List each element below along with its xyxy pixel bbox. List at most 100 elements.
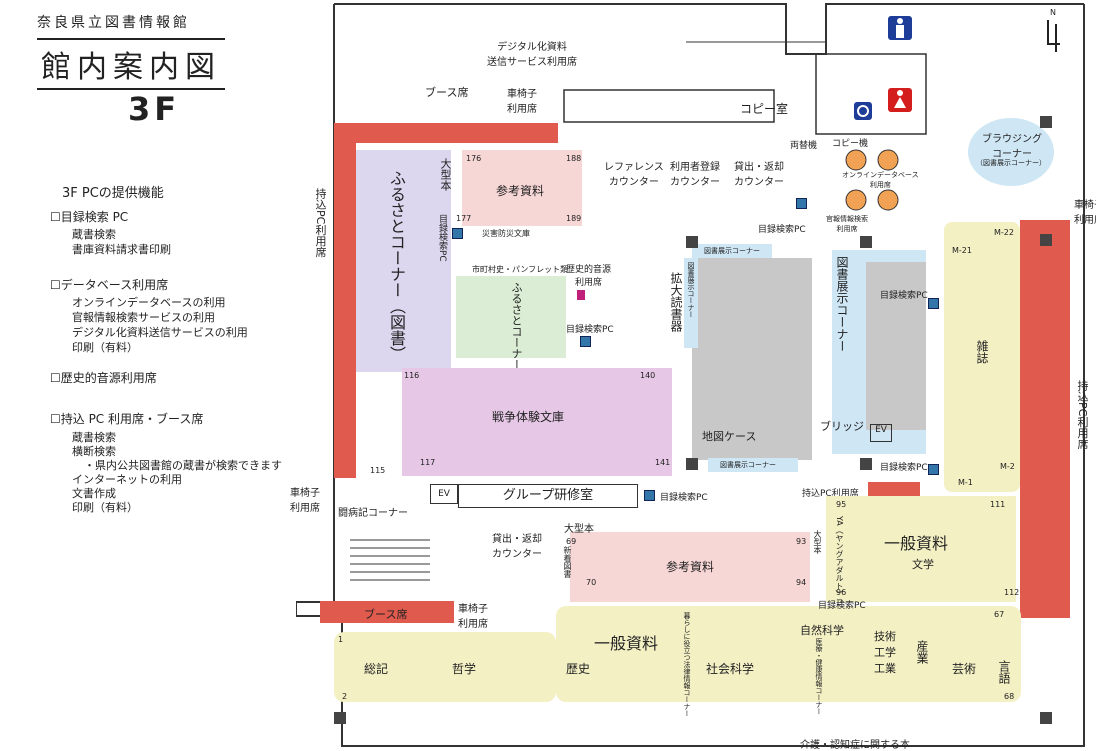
literature-label: 文学 [912, 558, 934, 571]
library-name: 奈良県立図書情報館 [37, 15, 190, 31]
shelf-117: 117 [420, 458, 436, 467]
arts-label: 芸術 [952, 662, 977, 676]
copy-room-label: コピー室 [740, 102, 789, 116]
general-materials-bottom-right [556, 606, 1021, 702]
catalog-pc-label: 目録検索PC [758, 225, 806, 235]
catalog-pc-icon[interactable] [928, 298, 939, 309]
byo-pc-seats-right[interactable] [1020, 220, 1070, 618]
shelf-112: 112 [1004, 588, 1020, 597]
history-label: 歴史 [566, 662, 591, 676]
book-display-left [684, 258, 698, 348]
ya-corner-label: YA（ヤングアダルト）コーナー [835, 516, 844, 630]
library-display-label: 図書展示コーナー [835, 256, 849, 352]
general-top-label: 一般資料 [884, 534, 949, 553]
new-books-label: 新着図書 [563, 546, 572, 578]
group-training-room[interactable]: グループ研修室 [458, 484, 638, 508]
shelf-115: 115 [370, 466, 386, 475]
pc-item: ・県内公共図書館の蔵書が検索できます [84, 459, 282, 472]
reference-area-mid [570, 532, 810, 602]
pc-item: 蔵書検索 [72, 228, 116, 241]
disaster-library-label: 災害防災文庫 [482, 229, 530, 238]
general-materials-top [826, 496, 1016, 602]
catalog-pc-label: 目録検索PC [660, 493, 708, 503]
catalog-pc-icon[interactable] [644, 490, 655, 501]
shelf-67: 67 [994, 610, 1005, 619]
mens-restroom-icon [888, 16, 912, 40]
north-arrow-icon [1047, 20, 1060, 52]
furusato-corner-magazines [456, 276, 566, 358]
gazette-label: 官報情報検索 利用席 [826, 215, 868, 233]
philosophy-label: 哲学 [452, 662, 477, 676]
floor-label: 3F [128, 90, 181, 128]
shelf-m1: M-1 [958, 478, 973, 487]
reference-counter-label: レファレンス カウンター [604, 162, 664, 188]
reference-mid-label: 参考資料 [666, 560, 715, 574]
pc-item: 印刷（有料） [72, 501, 138, 514]
social-science-label: 社会科学 [706, 662, 755, 676]
pc-item: インターネットの利用 [72, 473, 182, 486]
pillar [686, 458, 698, 470]
pc-item: オンラインデータベースの利用 [72, 296, 226, 309]
elevator-right: EV [870, 424, 892, 442]
shelf-116: 116 [404, 371, 420, 380]
reference-top-label: 参考資料 [496, 184, 545, 198]
catalog-pc-icon[interactable] [796, 198, 807, 209]
byo-pc-seats-middle[interactable] [868, 482, 920, 496]
display-stair-block [866, 262, 926, 430]
war-library-label: 戦争体験文庫 [492, 410, 565, 424]
pc-section-byo: ☐持込 PC 利用席・ブース席 [50, 412, 204, 426]
booth-label-top: ブース席 [425, 86, 469, 99]
shelf-68: 68 [1004, 692, 1015, 701]
pc-item: デジタル化資料送信サービスの利用 [72, 326, 248, 339]
booth-seats-bottom[interactable] [320, 601, 454, 623]
furusato-books-label: ふるさとコーナー（図書） [387, 170, 406, 362]
catalog-pc-icon[interactable] [928, 464, 939, 475]
pillar [1040, 712, 1052, 724]
shelf-94: 94 [796, 578, 807, 587]
catalog-pc-icon[interactable] [452, 228, 463, 239]
shelf-96: 96 [836, 588, 847, 597]
stairs-icon [350, 539, 430, 581]
large-books-label: 大型本 [439, 158, 452, 191]
language-label: 言語 [997, 660, 1011, 684]
catalog-pc-icon[interactable] [580, 336, 591, 347]
north-label: N [1050, 8, 1056, 17]
wheelchair-label-bottom: 車椅子 利用席 [458, 604, 488, 630]
natural-science-label: 自然科学 [800, 624, 844, 637]
byo-pc-seats-left[interactable] [334, 123, 356, 478]
group-room-label: グループ研修室 [502, 488, 594, 503]
care-books-label: 介護・認知症に関する本 [800, 740, 910, 751]
booth-label-bottom: ブース席 [364, 608, 408, 621]
accessible-restroom-icon [854, 102, 872, 120]
book-display-label-top: 図書展示コーナー [704, 247, 760, 255]
general-bottom-label: 一般資料 [594, 634, 659, 653]
book-display-top [692, 244, 772, 258]
pc-section-database: ☐データベース利用席 [50, 278, 169, 292]
pc-section-audio: ☐歴史的音源利用席 [50, 371, 157, 385]
shelf-111: 111 [990, 500, 1006, 509]
byo-pc-middle-label: 持込PC利用席 [802, 489, 859, 499]
book-display-bottom [708, 458, 798, 472]
browsing-corner-sub: （図書展示コーナー） [976, 159, 1046, 167]
technology-label: 技術 工学 工業 [874, 630, 896, 675]
pillar [1040, 116, 1052, 128]
catalog-pc-label: 目録検索PC [818, 601, 866, 611]
browsing-corner [968, 118, 1054, 186]
ev-label: EV [875, 425, 887, 435]
pillar [860, 236, 872, 248]
wheelchair-label-top: 車椅子 利用席 [507, 89, 537, 115]
magazine-area [944, 222, 1020, 492]
browsing-corner-label: ブラウジング コーナー [982, 134, 1042, 160]
womens-restroom-icon [888, 88, 912, 112]
user-registration-counter-label: 利用者登録 カウンター [670, 162, 720, 188]
shelf-m21: M-21 [952, 246, 972, 255]
large-books-label-3: 大型本 [813, 530, 822, 554]
historical-audio-seat[interactable] [577, 290, 585, 300]
shelf-141: 141 [655, 458, 671, 467]
page-title: 館内案内図 [37, 38, 225, 90]
database-seats[interactable] [842, 148, 912, 218]
general-materials-bottom-left [334, 632, 556, 702]
life-corner-label: 暮らしに役立つ法律情報コーナー [683, 612, 691, 717]
booth-seats-top[interactable] [334, 123, 558, 143]
lending-counter2-label: 貸出・返却 カウンター [492, 534, 542, 560]
